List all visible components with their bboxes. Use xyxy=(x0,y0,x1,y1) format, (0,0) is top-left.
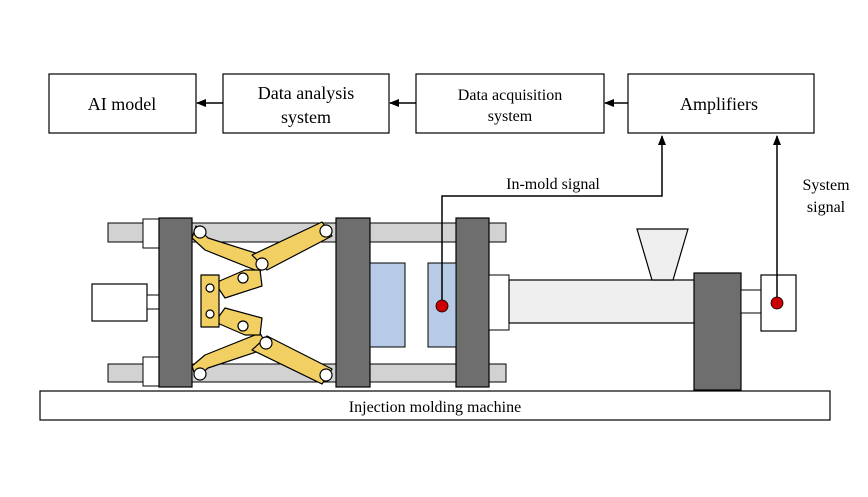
in-mold-sensor xyxy=(435,299,449,313)
rear-platen xyxy=(158,217,193,388)
pin-rear-top xyxy=(193,225,207,239)
data-analysis-label-line1: Data analysis xyxy=(258,83,354,103)
ai-model-label: AI model xyxy=(88,94,156,114)
stationary-platen xyxy=(455,217,490,388)
rear-clamp-bottom xyxy=(142,356,161,387)
pin-inner-bottom xyxy=(237,320,249,332)
crosshead xyxy=(200,274,220,328)
rear-clamp-top xyxy=(142,218,161,249)
clamp-piston-rod xyxy=(146,294,160,310)
pin-crosshead-top xyxy=(205,283,215,293)
data-analysis-label-line2: system xyxy=(281,107,331,127)
data-acquisition-label-line1: Data acquisition xyxy=(458,87,562,104)
machine-base: Injection molding machine xyxy=(39,390,831,421)
data-acquisition-label-line2: system xyxy=(488,108,533,125)
in-mold-signal-wire xyxy=(441,135,666,300)
system-signal-label-line2: signal xyxy=(807,199,846,216)
drive-shaft xyxy=(740,289,762,314)
upper-crosshead-link xyxy=(214,269,263,299)
data-acquisition-block: Data acquisition system xyxy=(415,73,605,134)
system-signal-label-line1: System xyxy=(802,177,850,194)
amplifiers-label: Amplifiers xyxy=(680,94,758,114)
toggle-pins xyxy=(193,224,333,382)
ai-model-block: AI model xyxy=(48,73,197,134)
clamp-cylinder xyxy=(91,283,148,322)
pin-front-top xyxy=(319,224,333,238)
system-sensor xyxy=(770,296,784,310)
mold-half-moving xyxy=(369,262,406,348)
nozzle-block xyxy=(488,274,510,331)
machine-label: Injection molding machine xyxy=(349,399,521,416)
data-analysis-block: Data analysis system xyxy=(222,73,390,134)
drive-unit xyxy=(693,272,742,391)
pin-front-bottom xyxy=(319,368,333,382)
pin-knee-bottom xyxy=(259,336,273,350)
amplifiers-block: Amplifiers xyxy=(627,73,815,134)
barrel xyxy=(508,279,696,324)
in-mold-signal-label: In-mold signal xyxy=(506,176,600,193)
pin-rear-bottom xyxy=(193,367,207,381)
pin-knee-top xyxy=(255,257,269,271)
hopper xyxy=(636,228,689,281)
pin-inner-top xyxy=(237,272,249,284)
system-sensor-box xyxy=(760,274,797,332)
moving-platen xyxy=(335,217,371,388)
toggle-linkage xyxy=(191,221,333,385)
lower-crosshead-link xyxy=(214,307,263,336)
pin-crosshead-bottom xyxy=(205,309,215,319)
